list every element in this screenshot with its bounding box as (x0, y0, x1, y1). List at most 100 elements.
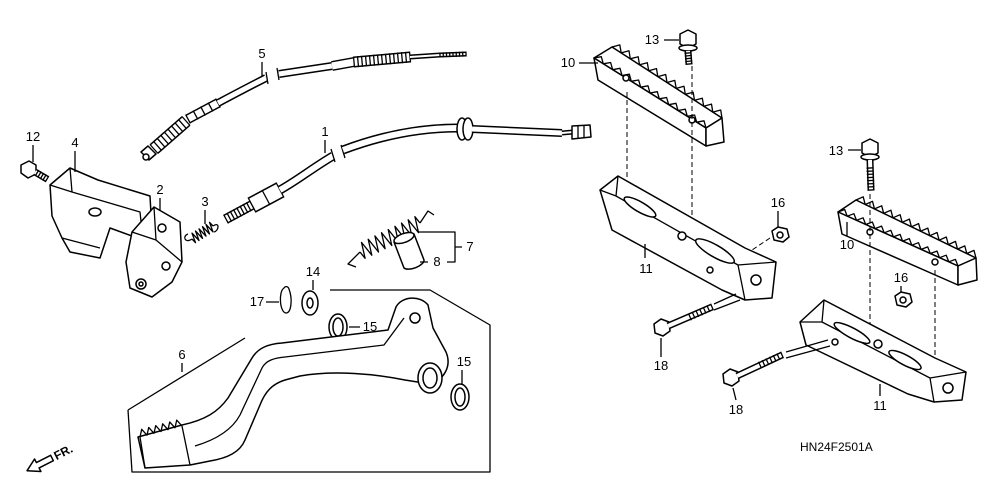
seal-part-15-upper (328, 313, 348, 341)
bracket-plate (125, 206, 183, 298)
cable-connector (571, 124, 592, 140)
cable-break-mark (265, 67, 280, 85)
holder-part-11-lower (799, 299, 967, 403)
assembly-line (626, 66, 693, 215)
cable-housing-fill (278, 153, 335, 193)
cable-boot-ribs (149, 116, 191, 154)
step-end-face (705, 117, 725, 147)
seal-inner (454, 387, 466, 407)
holder-hole (677, 231, 687, 241)
pedal-part-6 (127, 289, 491, 473)
step-end-face (957, 257, 978, 286)
bracket-hole (157, 223, 167, 233)
bolt-head (653, 318, 671, 337)
step-hole (931, 258, 939, 266)
front-marker-label: FR. (51, 442, 75, 463)
callout-step-lower: 10 (840, 237, 854, 252)
cable-wire-fill (409, 54, 441, 58)
holder-slot (833, 321, 871, 345)
pedal-arm (137, 297, 449, 469)
collar-end (393, 231, 415, 245)
washer-hole (306, 297, 314, 309)
callout-spring-set: 7 (466, 239, 473, 254)
bolt-thread (866, 167, 875, 191)
holder-part-11-upper (599, 175, 777, 301)
bolt-part-18-lower (722, 351, 784, 387)
bracket-hole (88, 207, 102, 217)
callout-bracket-small: 2 (156, 182, 163, 197)
assembly-line (785, 339, 831, 359)
callout-nut-upper: 16 (771, 195, 785, 210)
bolt-head (20, 160, 37, 179)
bolt-thread (758, 351, 784, 369)
bolt-head (861, 138, 879, 158)
step-teeth (593, 56, 707, 129)
cable-housing-fill (341, 125, 459, 153)
spring-coil (359, 215, 421, 260)
holder-edges (599, 175, 777, 301)
bolt-part-13-lower (860, 138, 880, 191)
bracket-hole-inner (138, 281, 144, 287)
step-teeth (611, 44, 723, 119)
pedal-pad-teeth (139, 419, 183, 438)
callout-bolt-step-upper: 13 (645, 32, 659, 47)
callout-bolt-holder-upper: 18 (654, 358, 668, 373)
cable-sleeve-ribs (185, 98, 221, 124)
cotter-pin-part-17 (279, 285, 292, 314)
washer-part-14 (301, 290, 319, 316)
callout-seal-lower: 15 (457, 354, 471, 369)
holder-slot (888, 349, 922, 371)
nut-bore (899, 296, 907, 304)
pedal-tab-hole (409, 312, 421, 324)
cable-wire-fill (561, 131, 574, 134)
cable-housing-fill (278, 63, 333, 77)
callout-bolt-step-lower: 13 (829, 143, 843, 158)
spring-hook (419, 210, 435, 224)
bracket-part-2 (125, 206, 183, 298)
pedal-ridge (194, 317, 405, 447)
pedal-boss-bore (422, 367, 438, 389)
holder-lug-hole (750, 274, 762, 286)
callout-bracket-large: 4 (71, 135, 78, 150)
cable-housing-fill (471, 126, 563, 136)
cable-thread-ribs (439, 51, 467, 58)
seal-inner (332, 317, 344, 337)
collar-part-8 (393, 231, 425, 270)
bolt-head (722, 368, 740, 387)
callout-bolt-bracket: 12 (26, 129, 40, 144)
callout-nut-lower: 16 (894, 270, 908, 285)
front-direction-marker: FR. (26, 442, 75, 473)
callout-bolt-holder-lower: 18 (729, 402, 743, 417)
cable-part-1 (223, 117, 592, 224)
callout-cotter-pin: 17 (250, 294, 264, 309)
bolt-flange (678, 44, 698, 52)
cable-connector-detail (577, 126, 585, 138)
callout-washer: 14 (306, 264, 320, 279)
callout-seal-upper: 15 (363, 319, 377, 334)
holder-body (799, 299, 967, 403)
callout-step-upper: 10 (561, 55, 575, 70)
holder-hole (831, 338, 839, 346)
nut-part-16-lower (894, 291, 913, 308)
step-teeth (855, 196, 977, 259)
spring-part-7 (347, 210, 435, 268)
callout-cable-lower: 1 (321, 124, 328, 139)
spring-hook (184, 233, 193, 242)
spring-coil (191, 221, 214, 244)
spring-hook (347, 251, 361, 268)
holder-slot (694, 238, 736, 264)
holder-hole (706, 266, 714, 274)
nut-part-16-upper (771, 226, 790, 243)
callout-pedal: 6 (178, 347, 185, 362)
leader-lines (32, 39, 902, 401)
drawing-code: HN24F2501A (800, 440, 873, 454)
callout-holder-upper: 11 (639, 261, 653, 276)
bolt-part-13-upper (678, 29, 698, 65)
callout-cable-upper: 5 (258, 46, 265, 61)
step-teeth (837, 208, 959, 267)
step-part-10-upper (593, 44, 725, 147)
cotter-pin (279, 285, 292, 314)
holder-body (599, 175, 777, 301)
assembly-outline (127, 289, 491, 473)
